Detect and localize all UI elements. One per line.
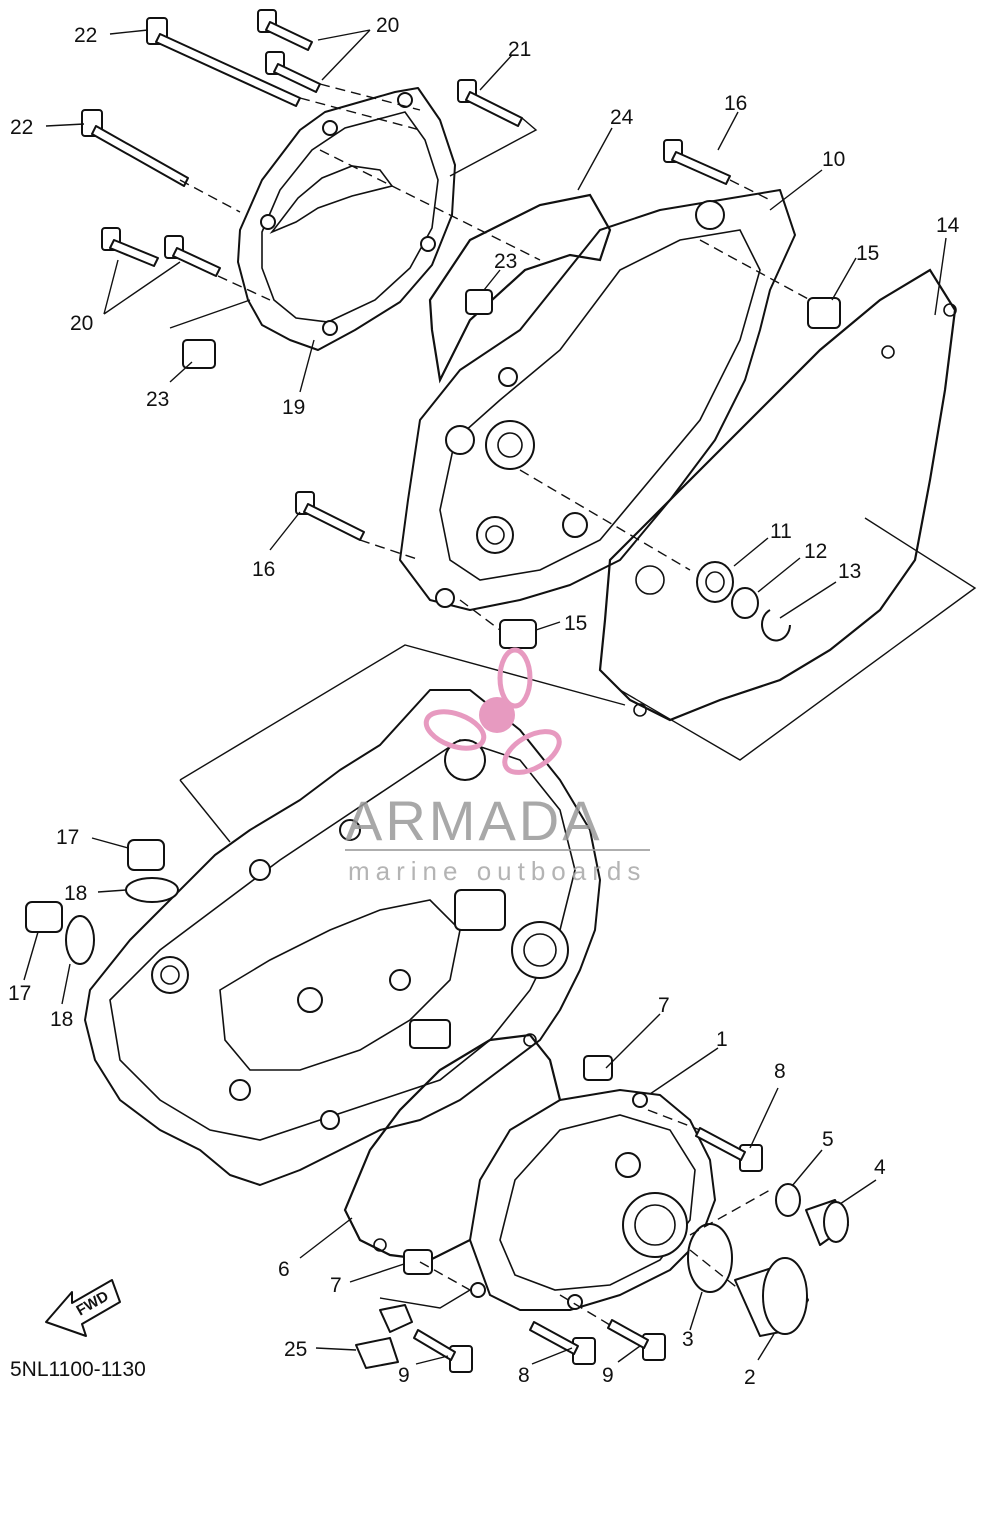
bolt-20-c [101, 227, 159, 267]
callout-19: 19 [282, 396, 305, 419]
dowel-23-lower [182, 339, 216, 369]
plug-4 [805, 1199, 849, 1246]
washer-12 [731, 587, 759, 619]
circlip-13 [761, 609, 791, 642]
callout-numbers: 22 20 21 22 24 16 10 14 15 23 20 23 19 1… [8, 14, 960, 1389]
bolt-22-long-upper [146, 17, 301, 107]
callout-9-left: 9 [398, 1364, 410, 1387]
callout-17-lower: 17 [8, 982, 31, 1005]
watermark-tagline: marine outboards [348, 856, 646, 886]
callout-4: 4 [874, 1156, 886, 1179]
callout-3: 3 [682, 1328, 694, 1351]
callout-8-upper: 8 [774, 1060, 786, 1083]
callout-13: 13 [838, 560, 861, 583]
callout-16-lower: 16 [252, 558, 275, 581]
callout-16-upper: 16 [724, 92, 747, 115]
callout-leaders [23, 29, 947, 1365]
cover-plug-2 [734, 1257, 809, 1337]
callout-8-lower: 8 [518, 1364, 530, 1387]
bolt-16-lower [295, 491, 365, 541]
o-ring-18-lower [65, 915, 95, 965]
callout-7-lower: 7 [330, 1274, 342, 1297]
callout-11: 11 [770, 520, 792, 543]
outer-clutch-cover [237, 87, 456, 351]
assembly-lines-upper [169, 83, 977, 761]
dowel-15-upper [807, 297, 841, 329]
callout-24: 24 [610, 106, 634, 129]
callout-18-upper: 18 [64, 882, 87, 905]
callout-15-lower: 15 [564, 612, 587, 635]
bolt-9-right [607, 1319, 666, 1361]
dowel-7-lower [403, 1249, 433, 1275]
armada-logo: ARMADA marine outboards [345, 647, 650, 886]
generator-cover [469, 1089, 716, 1311]
callout-23-lower: 23 [146, 388, 169, 411]
dowel-23-upper [465, 289, 493, 315]
callout-15-upper: 15 [856, 242, 879, 265]
callout-7-upper: 7 [658, 994, 670, 1017]
callout-21: 21 [508, 38, 531, 61]
o-ring-3 [687, 1223, 733, 1293]
fwd-arrow-icon: FWD [45, 1279, 121, 1337]
bolt-22-long-lower [81, 109, 189, 187]
callout-22-upper: 22 [74, 24, 97, 47]
bolt-20-d [164, 235, 221, 277]
callout-14: 14 [936, 214, 960, 237]
callout-25: 25 [284, 1338, 307, 1361]
seal-17-lower [25, 901, 63, 933]
callout-23-upper: 23 [494, 250, 517, 273]
assembly-lines-lower [379, 1109, 771, 1326]
crankcase-cover [399, 189, 796, 611]
clamp-25 [355, 1304, 413, 1369]
bolt-8-lower [529, 1321, 596, 1365]
o-ring-18-upper [125, 877, 179, 903]
callout-5: 5 [822, 1128, 834, 1151]
diagram-code: 5NL1100-1130 [10, 1358, 146, 1381]
watermark-brand: ARMADA [345, 789, 603, 852]
callout-20-lower: 20 [70, 312, 93, 335]
bolt-20-a [257, 9, 313, 51]
callout-6: 6 [278, 1258, 290, 1281]
propeller-icon [423, 647, 562, 775]
clutch-cover-gasket [428, 193, 612, 384]
oil-seal-11 [696, 561, 734, 603]
crankcase-cover-gasket [598, 268, 957, 722]
crankcase [84, 689, 601, 1186]
callout-17-upper: 17 [56, 826, 79, 849]
dowel-15-lower [499, 619, 537, 649]
callout-18-lower: 18 [50, 1008, 73, 1031]
o-ring-5 [775, 1183, 801, 1217]
seal-17-upper [127, 839, 165, 871]
crankcase-outline-box [179, 644, 626, 843]
bolt-8-upper [695, 1127, 763, 1172]
bolt-9-left [413, 1329, 473, 1373]
dowel-7-upper [583, 1055, 613, 1081]
bolt-21 [457, 79, 523, 127]
callout-10: 10 [822, 148, 845, 171]
callout-9-right: 9 [602, 1364, 614, 1387]
callout-20-upper: 20 [376, 14, 399, 37]
callout-2: 2 [744, 1366, 756, 1389]
callout-12: 12 [804, 540, 827, 563]
bolt-16-upper [663, 139, 731, 185]
callout-1: 1 [716, 1028, 728, 1051]
callout-22-lower: 22 [10, 116, 33, 139]
bolt-20-b [265, 51, 321, 93]
